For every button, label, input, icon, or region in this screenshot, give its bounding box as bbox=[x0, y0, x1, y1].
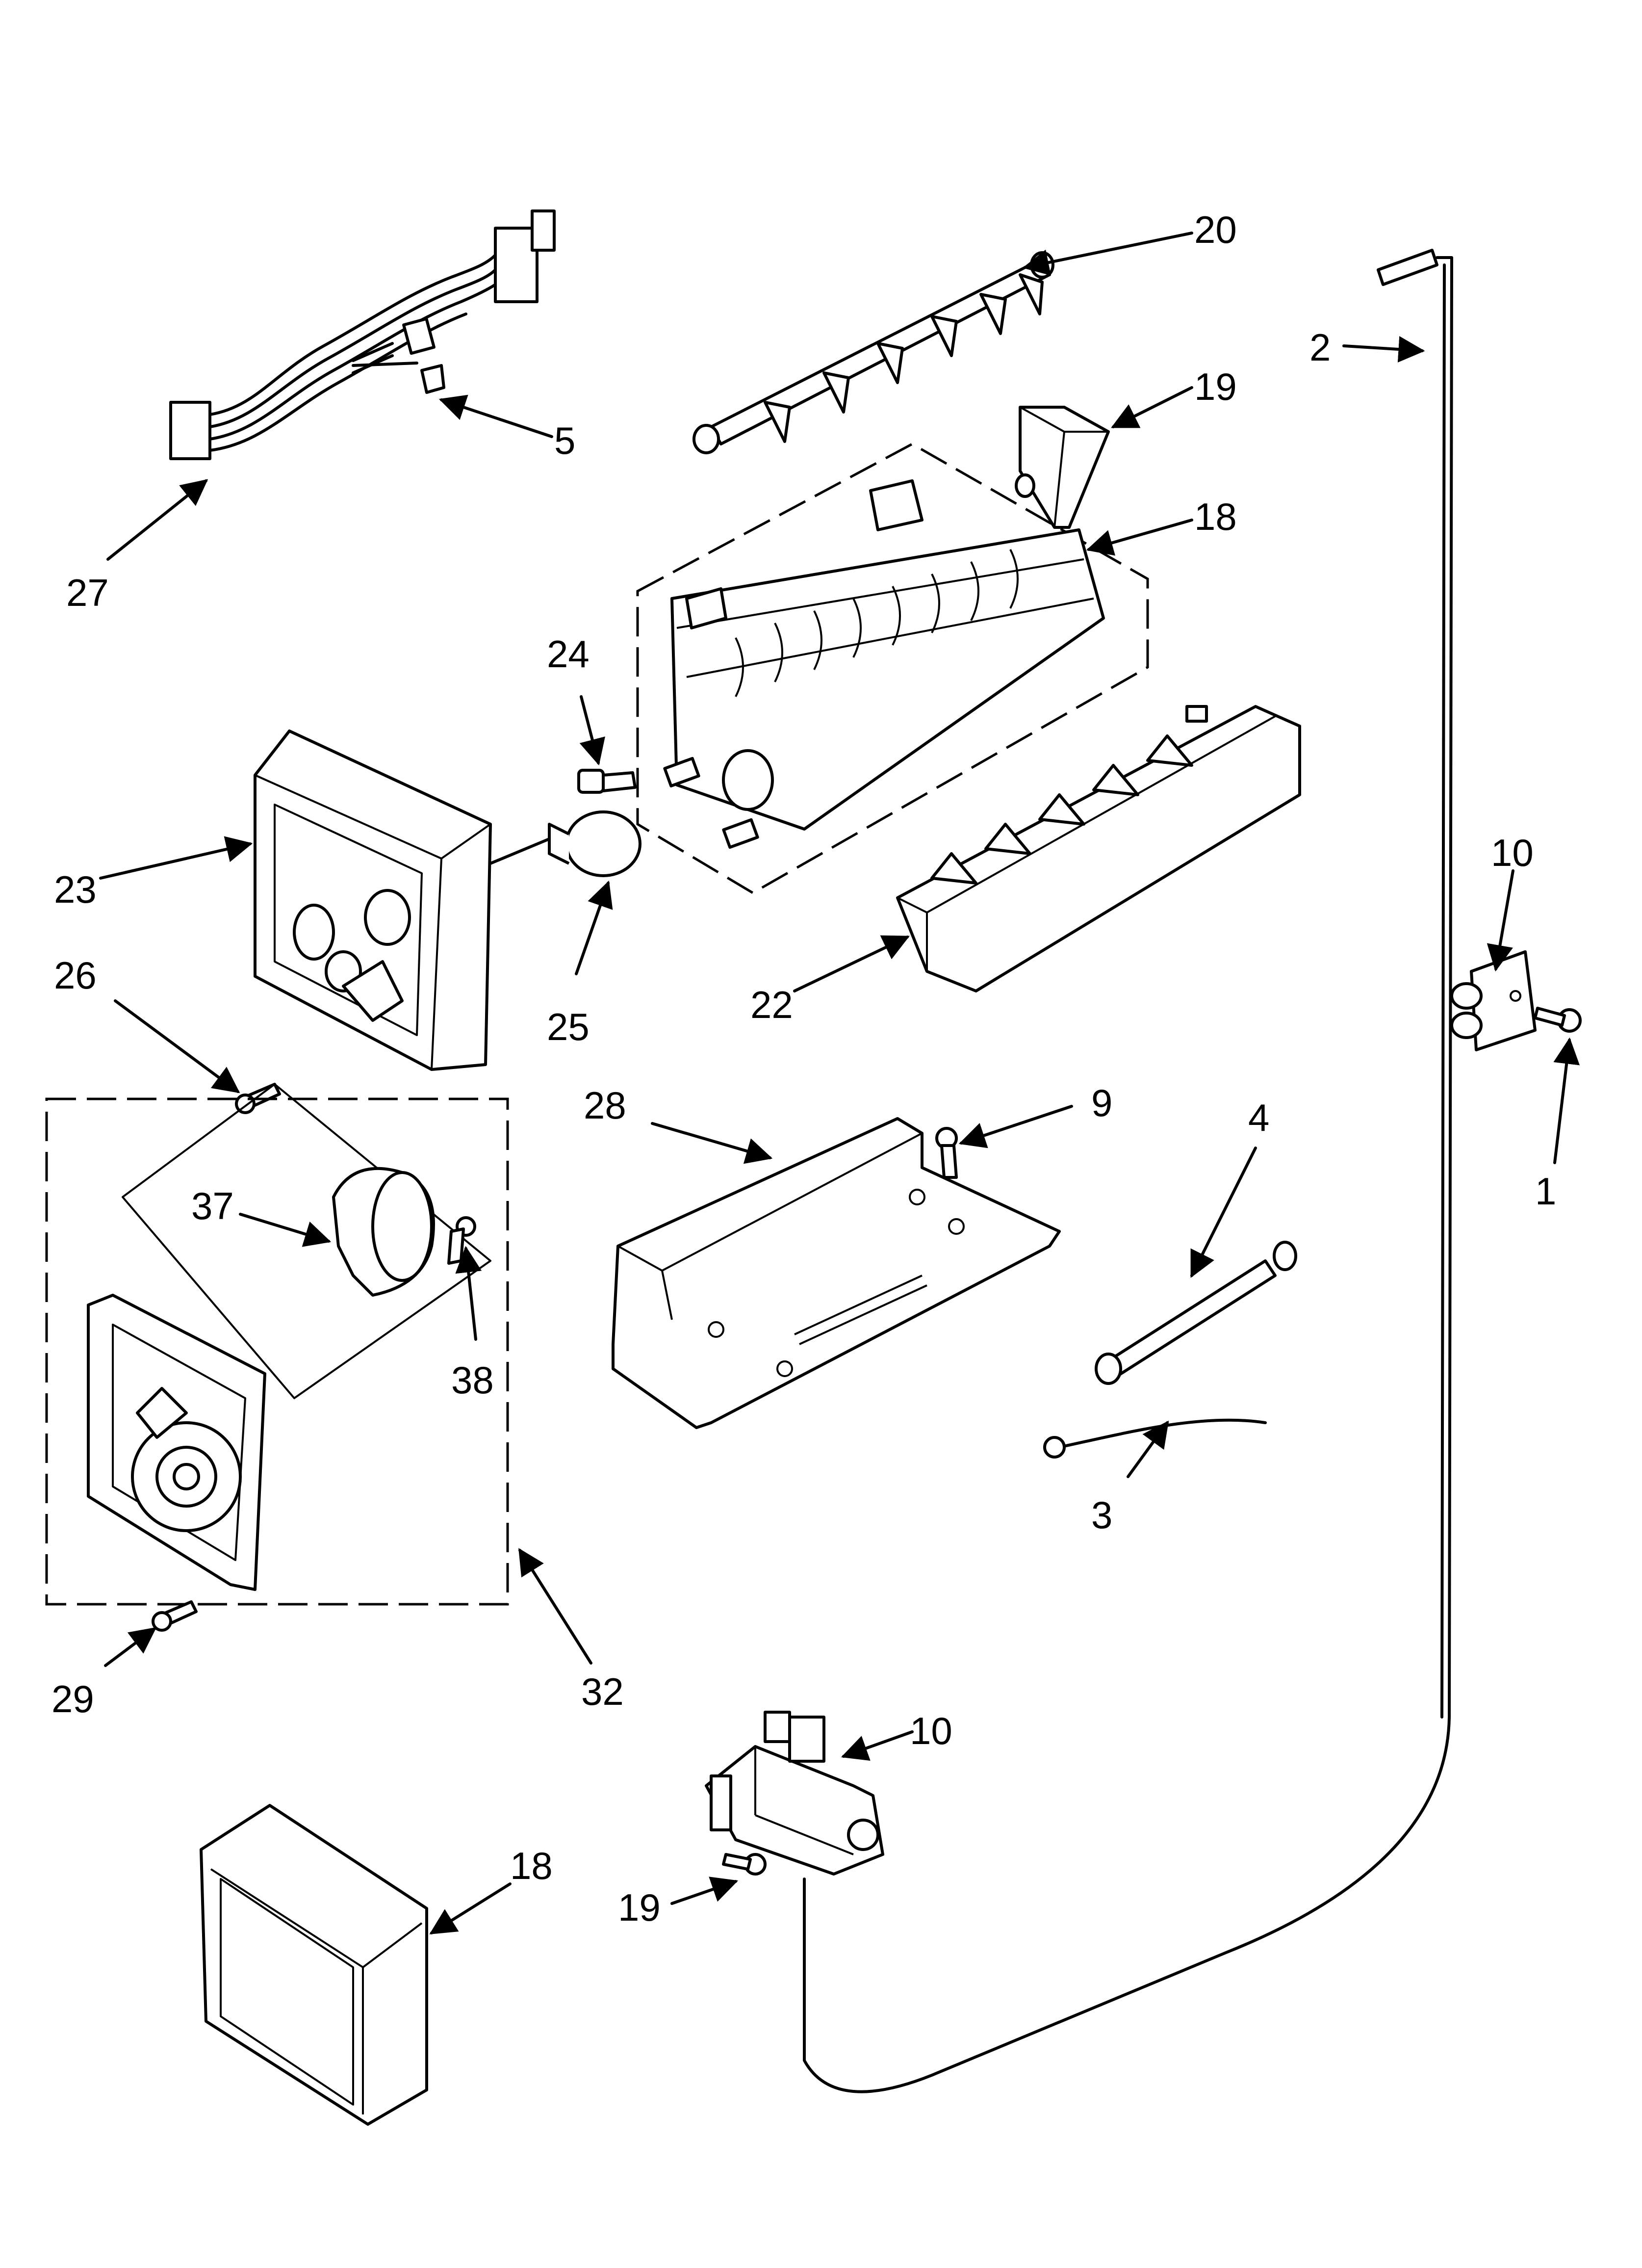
part-22-fill-cup bbox=[1015, 406, 1110, 529]
part-1-screw bbox=[1534, 1007, 1582, 1033]
label-5: 5 bbox=[554, 419, 575, 462]
leader-32 bbox=[106, 479, 208, 561]
label-37: 37 bbox=[191, 1184, 234, 1227]
label-16: 10 bbox=[1491, 831, 1534, 874]
leader-16 bbox=[1487, 869, 1514, 972]
label-24: 22 bbox=[750, 983, 793, 1026]
leader-35 bbox=[518, 1548, 592, 1665]
leader-5 bbox=[438, 394, 553, 438]
leader-20 bbox=[1086, 519, 1193, 556]
label-32: 27 bbox=[66, 571, 109, 614]
leader-25 bbox=[99, 836, 253, 880]
part-10-water-valve bbox=[705, 1711, 884, 1876]
label-10: 10 bbox=[910, 1709, 952, 1752]
part-20-ice-mold bbox=[636, 443, 1149, 894]
part-19-screw bbox=[722, 1853, 767, 1876]
label-3: 3 bbox=[1091, 1493, 1112, 1537]
label-19: 19 bbox=[618, 1886, 661, 1929]
label-28: 26 bbox=[54, 954, 97, 997]
label-18: 18 bbox=[510, 1844, 553, 1887]
part-24-cover bbox=[896, 705, 1301, 992]
leader-1 bbox=[1553, 1037, 1580, 1164]
leader-4 bbox=[1190, 1147, 1257, 1278]
part-5-clip bbox=[420, 364, 445, 394]
label-26: 24 bbox=[547, 632, 590, 676]
label-9: 9 bbox=[1091, 1081, 1112, 1124]
label-20: 18 bbox=[1194, 495, 1237, 538]
label-29: 28 bbox=[584, 1084, 626, 1127]
leader-30 bbox=[104, 1627, 157, 1667]
label-30: 29 bbox=[51, 1677, 94, 1721]
leader-lines bbox=[99, 232, 1580, 1934]
leader-2 bbox=[1342, 336, 1425, 363]
label-2: 2 bbox=[1309, 326, 1331, 369]
part-25-housing bbox=[254, 730, 492, 1071]
leader-24 bbox=[793, 935, 910, 992]
part-9-screw bbox=[935, 1127, 958, 1179]
part-18-cover-box bbox=[200, 1804, 428, 2126]
leader-19 bbox=[670, 1877, 739, 1905]
label-27: 25 bbox=[547, 1005, 590, 1048]
label-23: 20 bbox=[1194, 208, 1237, 251]
part-38-screw bbox=[447, 1216, 476, 1265]
leader-9 bbox=[958, 1105, 1073, 1148]
part-4-fill-tube bbox=[1095, 1241, 1297, 1385]
leader-28 bbox=[114, 999, 240, 1094]
part-32-wire-harness bbox=[169, 209, 556, 460]
part-35-module-assembly bbox=[45, 1083, 509, 1606]
part-16-clamp bbox=[1450, 950, 1537, 1051]
label-25: 23 bbox=[54, 868, 97, 911]
part-27-motor bbox=[489, 810, 641, 877]
label-1: 1 bbox=[1535, 1170, 1556, 1213]
part-26-thermostat bbox=[577, 769, 637, 794]
leader-10 bbox=[841, 1730, 914, 1761]
part-23-ejector bbox=[693, 251, 1054, 454]
leader-3 bbox=[1127, 1420, 1169, 1478]
leader-37 bbox=[239, 1213, 332, 1247]
label-4: 4 bbox=[1248, 1096, 1269, 1139]
part-30-screw bbox=[152, 1600, 198, 1632]
leader-27 bbox=[575, 880, 613, 975]
leader-26 bbox=[579, 695, 605, 766]
part-2-water-line bbox=[803, 249, 1453, 2093]
leader-23 bbox=[1022, 232, 1193, 276]
label-38: 38 bbox=[451, 1358, 494, 1402]
label-22: 19 bbox=[1194, 365, 1237, 408]
callout-labels: 20 2 19 5 18 27 24 10 23 26 25 22 28 9 4… bbox=[51, 208, 1556, 1929]
leader-29 bbox=[651, 1122, 773, 1164]
leader-22 bbox=[1111, 386, 1193, 428]
part-29-shield bbox=[612, 1117, 1061, 1429]
leader-38 bbox=[455, 1246, 482, 1341]
leader-18 bbox=[429, 1882, 512, 1934]
part-37-motor bbox=[332, 1167, 435, 1297]
label-35: 32 bbox=[581, 1670, 624, 1713]
